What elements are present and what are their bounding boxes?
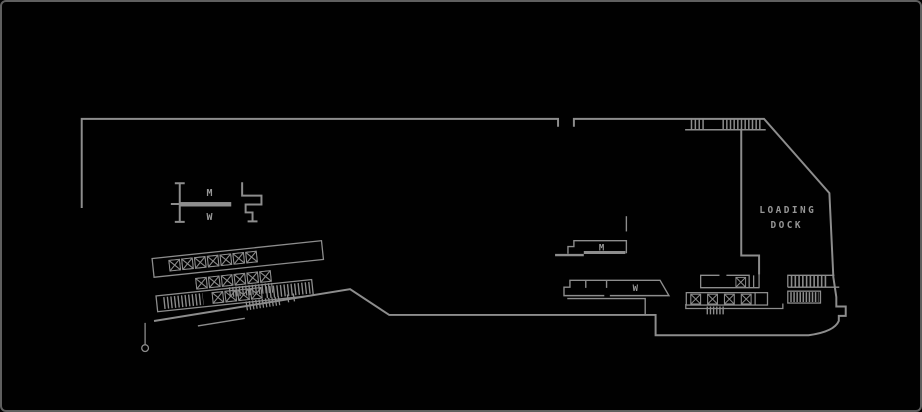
left-womens-room-label: W <box>206 212 212 223</box>
crate-box-icon <box>245 250 258 264</box>
crate-box-icon <box>246 271 260 285</box>
loading-dock-west-wall <box>740 128 761 275</box>
left-and-top-wall <box>80 117 560 208</box>
crate-box-icon <box>220 274 234 287</box>
room-row-walls <box>700 273 760 289</box>
crate-box-icon <box>211 290 225 304</box>
crate-box-icon <box>181 257 194 271</box>
crate-row-2 <box>195 270 272 290</box>
column-marker <box>141 322 150 353</box>
boh-room-row-1 <box>700 273 760 289</box>
hatch-strip <box>245 296 283 311</box>
crate-box-icon <box>207 275 221 289</box>
right-mens-room-label: M <box>599 244 604 254</box>
crate-box-icon <box>195 276 208 290</box>
crate-box-icon <box>735 276 747 288</box>
crate-box-icon <box>206 254 220 268</box>
loading-dock-area: LOADING DOCK <box>740 128 816 275</box>
restroom-door-zigzag-wall <box>241 182 263 223</box>
stair-edge-lines <box>787 274 840 288</box>
storage-band-2-outline <box>155 278 314 313</box>
top-right-and-east-wall <box>153 117 847 337</box>
dock-leveler-outline <box>787 290 822 304</box>
boh-room-row-2 <box>685 292 769 306</box>
corridor-edge <box>685 303 784 310</box>
loading-dock-label-line1: LOADING <box>759 205 816 216</box>
mens-room-walls <box>567 239 628 254</box>
east-stair <box>787 274 840 304</box>
crate-box-icon <box>723 293 735 305</box>
outer-walls <box>80 117 847 337</box>
womens-room-service-wall <box>567 297 646 316</box>
crate-box-icon <box>232 251 246 265</box>
south-dash-line <box>197 317 245 327</box>
crate-box-icon <box>233 272 247 286</box>
loading-dock-label-line2: DOCK <box>771 220 804 231</box>
crate-box-icon <box>193 255 207 269</box>
column-bubble-icon <box>141 344 150 353</box>
crate-box-icon <box>219 253 233 267</box>
right-womens-room-label: W <box>633 284 639 294</box>
crate-box-icon <box>707 293 719 305</box>
south-hatch-row <box>245 293 296 311</box>
boh-corridor-line <box>685 303 784 315</box>
crate-box-icon <box>740 293 752 305</box>
crate-box-icon <box>259 270 272 283</box>
hatch-strip <box>228 282 274 298</box>
crate-box-icon <box>168 258 182 272</box>
restroom-divider-wall <box>179 202 232 207</box>
womens-room-walls <box>563 279 671 297</box>
storage-band-outline <box>151 240 325 278</box>
tick-mark <box>292 293 296 302</box>
hatch-strip <box>265 281 312 299</box>
hatch-strip <box>163 293 204 310</box>
right-restroom-core: M W <box>555 216 671 316</box>
diagonal-storage-cluster <box>151 240 325 313</box>
left-restroom-core: M W <box>170 182 263 223</box>
tick-mark <box>286 294 290 303</box>
north-stair <box>685 119 766 131</box>
left-mens-room-label: M <box>206 188 212 199</box>
crate-box-icon <box>690 293 702 305</box>
room-row-outline <box>685 292 769 306</box>
